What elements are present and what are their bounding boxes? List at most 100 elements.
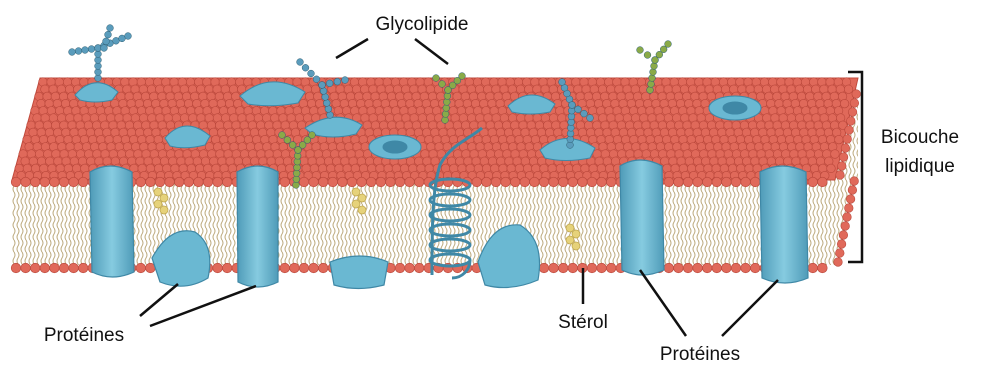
lipid-head (405, 177, 415, 187)
lipid-head (155, 177, 165, 187)
lipid-head (741, 263, 751, 273)
sugar-bead (442, 117, 449, 124)
lipid-head (501, 177, 511, 187)
lipid-head (309, 263, 319, 273)
sugar-bead (443, 105, 450, 112)
bicouche-label-line1: Bicouche (881, 127, 959, 148)
lipid-head (731, 263, 741, 273)
sugar-bead (559, 79, 566, 86)
lipid-head (750, 263, 760, 273)
glycolipide-label: Glycolipide (376, 14, 469, 35)
lipid-head (491, 177, 501, 187)
lipid-head (405, 263, 415, 273)
lipid-head (11, 177, 21, 187)
lipid-head (844, 85, 853, 94)
sugar-bead (443, 99, 450, 106)
sugar-bead (569, 102, 576, 109)
lipid-head (836, 249, 845, 258)
lipid-head (606, 177, 616, 187)
sugar-bead (323, 100, 330, 107)
lipid-head (587, 263, 597, 273)
lipid-head (50, 263, 60, 273)
sugar-bead (313, 76, 320, 83)
sugar-bead (587, 115, 594, 122)
sugar-bead (648, 81, 655, 88)
lipid-head (395, 263, 405, 273)
lipid-head (839, 231, 848, 240)
lipid-head (40, 177, 50, 187)
sugar-bead (279, 132, 286, 139)
lipid-head (597, 177, 607, 187)
lipid-head (328, 177, 338, 187)
lipid-head (11, 263, 21, 273)
lipid-head (838, 162, 847, 171)
lipid-head (831, 150, 840, 159)
lipid-head (578, 177, 588, 187)
lipid-head (674, 177, 684, 187)
sugar-bead (647, 87, 654, 94)
sugar-bead (103, 38, 110, 45)
lipid-head (203, 177, 213, 187)
lipid-head (750, 177, 760, 187)
sugar-bead (319, 82, 326, 89)
lipid-head (386, 177, 396, 187)
lipid-head (530, 177, 540, 187)
sugar-bead (125, 33, 132, 40)
lipid-head (848, 108, 857, 117)
lipid-head (50, 177, 60, 187)
sugar-bead (650, 69, 657, 76)
sugar-bead (69, 49, 76, 56)
lipid-head (702, 177, 712, 187)
lipid-head (174, 177, 184, 187)
lipid-head (539, 263, 549, 273)
lipid-head (136, 263, 146, 273)
sugar-bead (289, 142, 296, 149)
sugar-bead (334, 78, 341, 85)
lipid-head (290, 263, 300, 273)
lipid-head (827, 164, 836, 173)
lipid-head (683, 177, 693, 187)
sugar-bead (308, 70, 315, 77)
lipid-head (338, 177, 348, 187)
lipid-head (847, 117, 856, 126)
sugar-bead (82, 47, 89, 54)
lipid-head (318, 263, 328, 273)
sugar-bead (101, 45, 108, 52)
sugar-bead (107, 25, 114, 32)
lipid-head (836, 171, 845, 180)
lipid-head (520, 177, 530, 187)
lipid-head (414, 177, 424, 187)
lipid-head (837, 240, 846, 249)
sugar-bead (439, 81, 446, 88)
lipid-head (510, 177, 520, 187)
lipid-head (841, 144, 850, 153)
sugar-bead (284, 137, 291, 144)
lipid-head (597, 263, 607, 273)
lipid-head (693, 177, 703, 187)
lipid-head (482, 177, 492, 187)
lipid-head (845, 204, 854, 213)
lipid-head (347, 177, 357, 187)
sugar-bead (309, 132, 316, 139)
lipid-head (472, 177, 482, 187)
lipid-head (846, 195, 855, 204)
sugar-bead (433, 75, 440, 82)
lipid-head (184, 177, 194, 187)
lipid-head (841, 222, 850, 231)
lipid-head (850, 99, 859, 108)
lipid-head (549, 263, 559, 273)
lipid-head (299, 177, 309, 187)
lipid-head (40, 263, 50, 273)
lipid-head (568, 177, 578, 187)
sterol-label: Stérol (558, 312, 608, 333)
lipid-head (712, 263, 722, 273)
lipid-head (558, 263, 568, 273)
sugar-bead (581, 110, 588, 117)
lipid-head (818, 263, 828, 273)
lipid-head (731, 177, 741, 187)
sugar-bead (575, 106, 582, 113)
sugar-bead (297, 59, 304, 66)
lipid-head (808, 177, 818, 187)
sugar-bead (322, 94, 329, 101)
sugar-bead (326, 80, 333, 87)
